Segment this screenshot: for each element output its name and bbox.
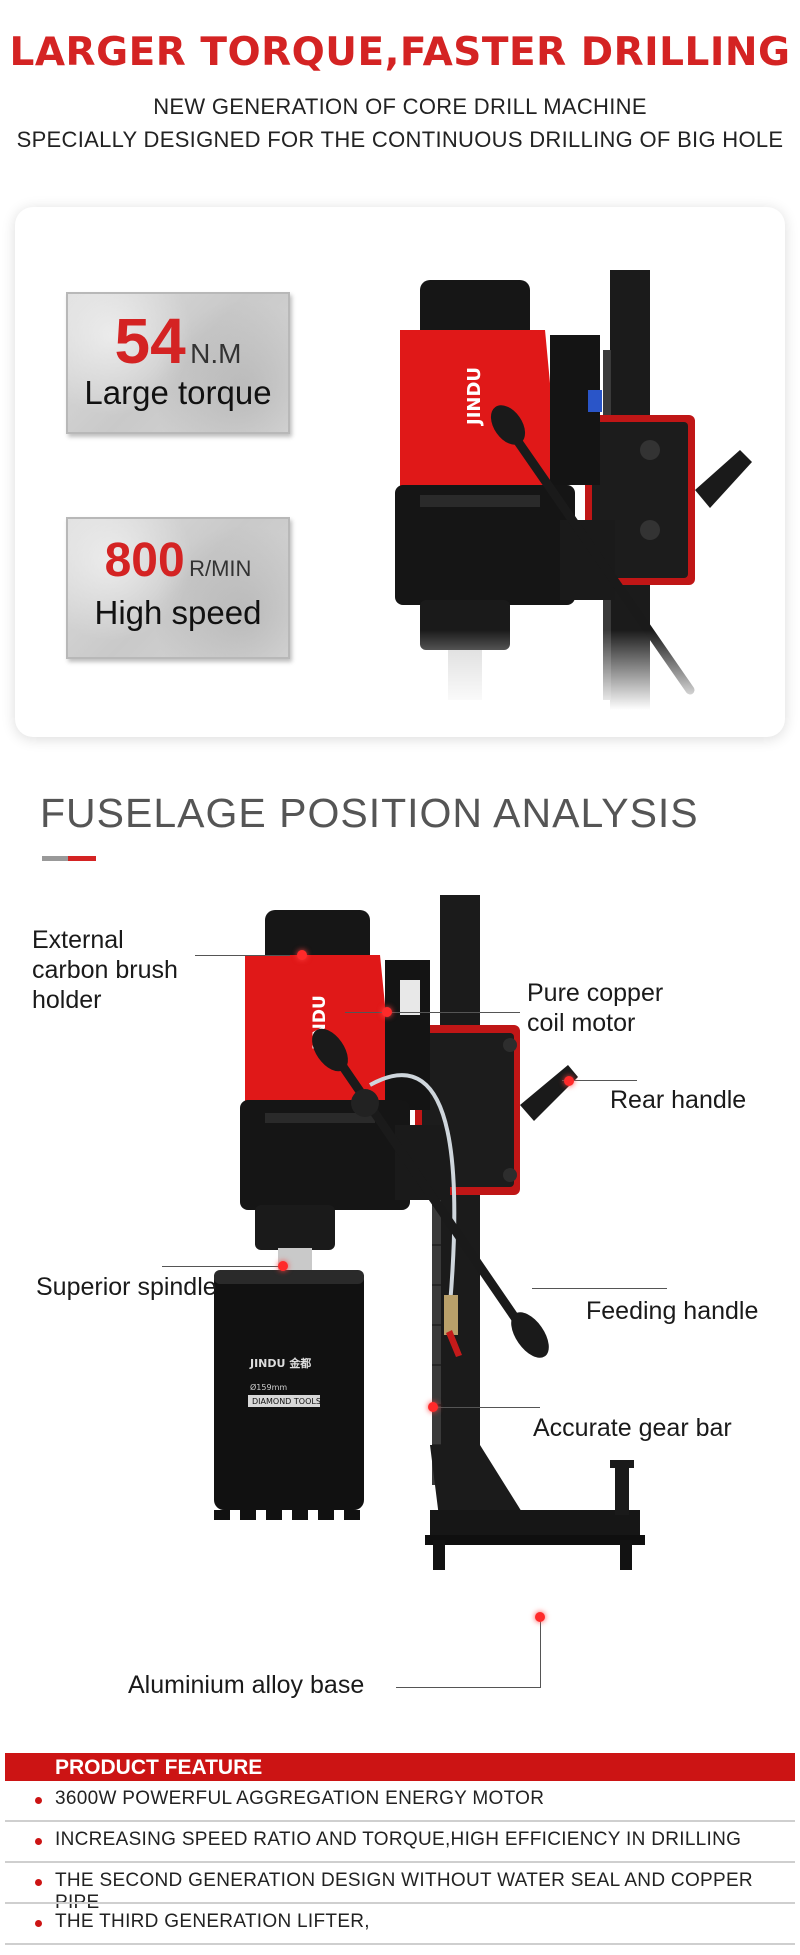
feature-item: INCREASING SPEED RATIO AND TORQUE,HIGH E… [5, 1822, 795, 1861]
label-rear-handle: Rear handle [610, 1086, 747, 1114]
torque-unit: N.M [190, 338, 242, 369]
section-title: FUSELAGE POSITION ANALYSIS [40, 790, 699, 836]
subtitle-line-2: SPECIALLY DESIGNED FOR THE CONTINUOUS DR… [16, 127, 784, 152]
page-title: LARGER TORQUE,FASTER DRILLING [9, 30, 791, 75]
feature-divider [5, 1861, 795, 1863]
speed-unit: R/MIN [189, 556, 252, 581]
bullet-icon [35, 1838, 42, 1845]
title-underline-gray [42, 856, 68, 861]
leader-copper-motor [345, 1012, 520, 1013]
leader-gear-bar [432, 1407, 540, 1408]
feature-heading: PRODUCT FEATURE [55, 1756, 263, 1779]
core-drill-image-top: JINDU [360, 270, 760, 710]
brand-label-top: JINDU [464, 367, 485, 427]
feature-divider [5, 1943, 795, 1945]
label-spindle: Superior spindle [36, 1273, 217, 1301]
feature-divider [5, 1902, 795, 1904]
feature-divider [5, 1820, 795, 1822]
leader-spindle [162, 1266, 282, 1267]
bullet-icon [35, 1879, 42, 1886]
marker-copper-motor [382, 1007, 392, 1017]
subtitle-line-1: NEW GENERATION OF CORE DRILL MACHINE [153, 94, 647, 119]
label-base: Aluminium alloy base [128, 1671, 365, 1699]
bit-brand: JINDU 金都 [249, 1356, 311, 1370]
bullet-icon [35, 1797, 42, 1804]
leader-carbon-brush [195, 955, 290, 956]
speed-caption: High speed [94, 594, 262, 631]
speed-value: 800 [104, 534, 185, 587]
marker-base [535, 1612, 545, 1622]
marker-rear-handle [564, 1076, 574, 1086]
feature-item: 3600W POWERFUL AGGREGATION ENERGY MOTOR [5, 1781, 795, 1820]
feature-heading-bar: PRODUCT FEATURE [5, 1753, 795, 1781]
title-underline-red [68, 856, 96, 861]
torque-spec-tile: 54 N.M Large torque [66, 292, 290, 434]
marker-carbon-brush [297, 950, 307, 960]
bit-size: Ø159mm [250, 1382, 287, 1392]
torque-value: 54 [114, 305, 186, 377]
leader-base-vertical [540, 1620, 541, 1687]
core-drill-image-main: JINDU JINDU 金都 Ø159mm DIAMOND TOOLS [214, 895, 645, 1570]
label-feeding-handle: Feeding handle [586, 1297, 759, 1325]
label-copper-motor: Pure copper coil motor [527, 979, 664, 1037]
marker-gear-bar [428, 1402, 438, 1412]
speed-spec-tile: 800 R/MIN High speed [66, 517, 290, 659]
feature-item: THE THIRD GENERATION LIFTER, [5, 1904, 795, 1943]
label-carbon-brush: External carbon brush holder [32, 926, 178, 1014]
marker-spindle [278, 1261, 288, 1271]
leader-feeding-handle [532, 1288, 667, 1289]
leader-rear-handle [562, 1080, 637, 1081]
bit-label: DIAMOND TOOLS [252, 1397, 321, 1406]
label-gear-bar: Accurate gear bar [533, 1414, 732, 1442]
torque-caption: Large torque [84, 374, 272, 411]
feature-item: THE SECOND GENERATION DESIGN WITHOUT WAT… [5, 1863, 795, 1913]
bullet-icon [35, 1920, 42, 1927]
leader-base [396, 1687, 541, 1688]
